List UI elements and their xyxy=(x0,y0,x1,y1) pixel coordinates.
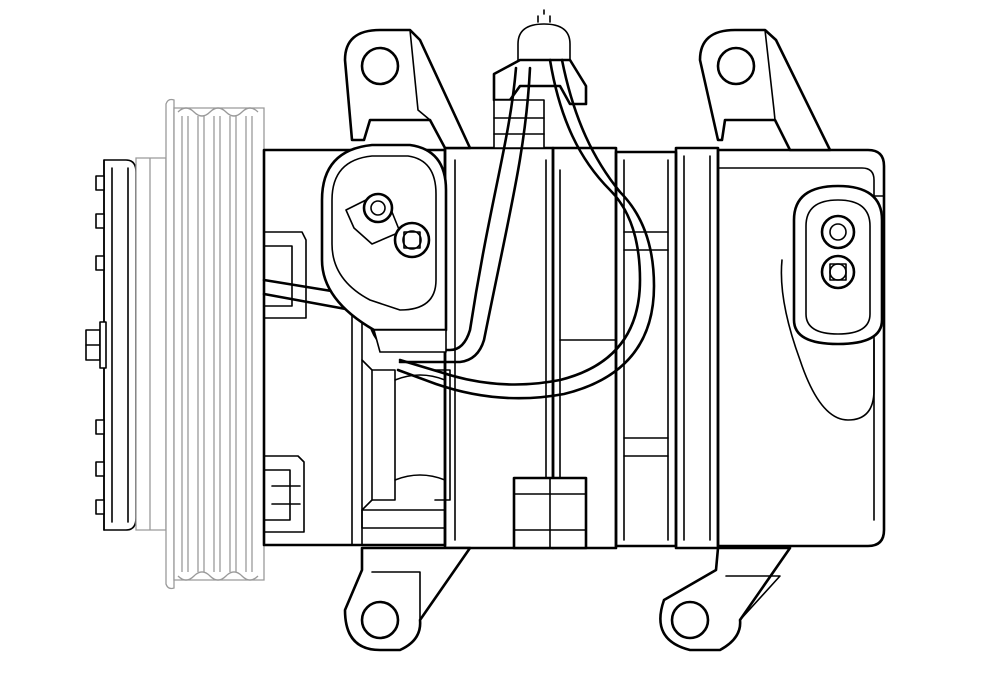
bottom-clamp xyxy=(512,476,588,550)
mount-ear-top-left xyxy=(343,28,472,150)
hub-bolt xyxy=(85,321,107,369)
ring-band xyxy=(614,146,720,550)
mount-ear-bottom-left xyxy=(343,546,472,652)
rear-head xyxy=(716,148,886,548)
discharge-port xyxy=(780,184,884,421)
mount-ear-top-right xyxy=(698,28,832,152)
mount-ear-bottom-right xyxy=(659,546,792,652)
suction-port xyxy=(320,143,448,353)
pulley xyxy=(135,98,265,590)
clutch-plate xyxy=(95,159,137,531)
